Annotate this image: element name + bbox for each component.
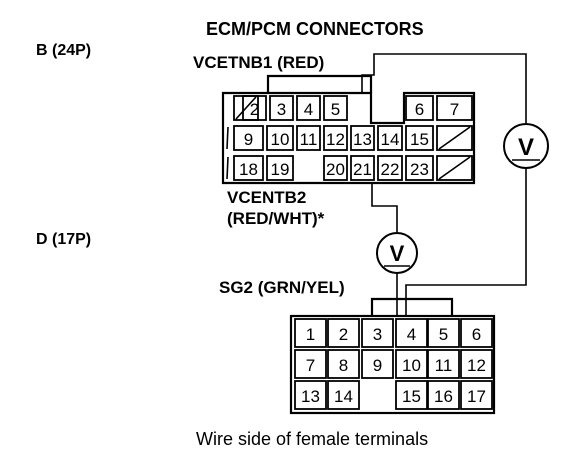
- connector-b-pin-label: 10: [271, 130, 290, 149]
- connector-b-cell: 6: [405, 95, 434, 121]
- connector-b-pin-label: 20: [326, 160, 345, 179]
- connector-b-cell: 10: [266, 125, 294, 151]
- connector-d-cell: 6: [460, 318, 493, 348]
- connector-d-cell: 10: [395, 349, 428, 379]
- connector-d-pin-label: 10: [402, 356, 421, 375]
- connector-b-cell: 21: [350, 155, 375, 181]
- connector-b-cell: 2: [242, 95, 267, 121]
- connector-d-cell: 14: [327, 380, 360, 410]
- connector-b-pin-label: 15: [410, 130, 429, 149]
- connector-b-pin-label: 5: [331, 100, 340, 119]
- wire-right-meter-to-d4: [405, 168, 527, 316]
- connector-b-lock-tab: [266, 74, 373, 93]
- connector-d-cell: 3: [361, 318, 394, 348]
- connector-d-cell: 5: [427, 318, 460, 348]
- connector-d-cell: 17: [460, 380, 493, 410]
- connector-b-label: B (24P): [36, 42, 91, 59]
- connector-b-cell: 4: [296, 95, 321, 121]
- connector-d-pin-label: 14: [334, 387, 353, 406]
- connector-d-cell: 1: [294, 318, 327, 348]
- connector-b-pin-label: 6: [415, 100, 424, 119]
- connector-b-pin-label: 9: [244, 130, 253, 149]
- connector-b-pin-label: 7: [450, 100, 459, 119]
- connector-d-pin-label: 15: [402, 387, 421, 406]
- connector-d-pin-label: 8: [339, 356, 348, 375]
- connector-d-frame: [289, 314, 496, 415]
- sg2-wire-label: SG2 (GRN/YEL): [219, 278, 345, 297]
- voltmeter-center: V: [376, 232, 418, 274]
- connector-b-cell: 12: [323, 125, 348, 151]
- connector-d-lock-tab: [370, 297, 454, 316]
- connector-b-cell: 9: [233, 125, 264, 151]
- connector-b-pin-label: 3: [277, 100, 286, 119]
- connector-d-cell: 7: [294, 349, 327, 379]
- connector-d-pin-label: 11: [435, 356, 453, 375]
- vcentb2-wire-label-line1: VCENTB2: [227, 188, 306, 207]
- connector-b-pin-label: 12: [326, 130, 345, 149]
- connector-b-cell: [226, 126, 229, 150]
- connector-d-pin-label: 2: [339, 325, 348, 344]
- connector-b-cell: 18: [233, 155, 264, 181]
- wire-b21-to-center-meter: [371, 183, 398, 232]
- diagram-title: ECM/PCM CONNECTORS: [206, 19, 424, 39]
- connector-d-cell: 13: [294, 380, 327, 410]
- connector-b-cell: 5: [323, 95, 348, 121]
- connector-d-pin-label: 16: [434, 387, 453, 406]
- wire-b5-to-right-meter: [361, 53, 527, 123]
- connector-b-pin-label: 21: [353, 160, 372, 179]
- connector-b-cell: 15: [405, 125, 434, 151]
- terminal-side-caption: Wire side of female terminals: [196, 429, 428, 449]
- connector-b-pin-label: 4: [304, 100, 313, 119]
- connector-d-pin-label: 3: [373, 325, 382, 344]
- connector-d-pin-label: 17: [467, 387, 486, 406]
- connector-b-cell: [226, 156, 229, 180]
- connector-d-pin-label: 13: [301, 387, 320, 406]
- connector-d-label: D (17P): [36, 231, 91, 248]
- svg-text:V: V: [390, 241, 405, 266]
- connector-b-cell: 13: [350, 125, 375, 151]
- connector-d-cell: 16: [427, 380, 460, 410]
- connector-b-cell: 3: [269, 95, 294, 121]
- connector-d-pin-label: 6: [472, 325, 481, 344]
- connector-d-pin-label: 12: [467, 356, 486, 375]
- connector-b-cell: 22: [377, 155, 403, 181]
- connector-b-cell: 7: [436, 95, 473, 121]
- connector-b-cell: 23: [405, 155, 434, 181]
- connector-b-pin-label: 18: [239, 160, 258, 179]
- connector-d-pin-label: 7: [306, 356, 315, 375]
- connector-b-pin-label: 14: [381, 130, 400, 149]
- connector-d-pin-label: 5: [439, 325, 448, 344]
- vcetnb1-wire-label: VCETNB1 (RED): [193, 53, 324, 72]
- connector-b-pin-label: 19: [271, 160, 290, 179]
- connector-b-cell: [436, 155, 473, 181]
- connector-d-pin-label: 9: [373, 356, 382, 375]
- connector-b-cell: [436, 125, 473, 151]
- voltmeter-right: V: [503, 123, 549, 169]
- connector-b-pin-label: 23: [410, 160, 429, 179]
- connector-b-pin-label: 22: [381, 160, 400, 179]
- connector-b-pin-label: 13: [353, 130, 372, 149]
- connector-d-cell: 8: [327, 349, 360, 379]
- connector-d-pin-label: 1: [306, 325, 315, 344]
- connector-b-cell: 11: [296, 125, 321, 151]
- connector-d-cell: 2: [327, 318, 360, 348]
- connector-b-cell: 19: [266, 155, 294, 181]
- connector-b-cell: 20: [323, 155, 348, 181]
- connector-d-cell: 11: [427, 349, 460, 379]
- connector-b-pin-label: 11: [300, 130, 318, 149]
- connector-b-pin-label: 2: [250, 100, 259, 119]
- connector-d-cell: 4: [395, 318, 428, 348]
- svg-text:V: V: [518, 134, 534, 161]
- connector-d-pin-label: 4: [407, 325, 416, 344]
- connector-b-cell: 14: [377, 125, 403, 151]
- connector-d-cell: 12: [460, 349, 493, 379]
- connector-d-cell: 15: [395, 380, 428, 410]
- connector-b-frame: [221, 91, 476, 185]
- connector-d-cell: 9: [361, 349, 394, 379]
- vcentb2-wire-label-line2: (RED/WHT)*: [227, 209, 325, 228]
